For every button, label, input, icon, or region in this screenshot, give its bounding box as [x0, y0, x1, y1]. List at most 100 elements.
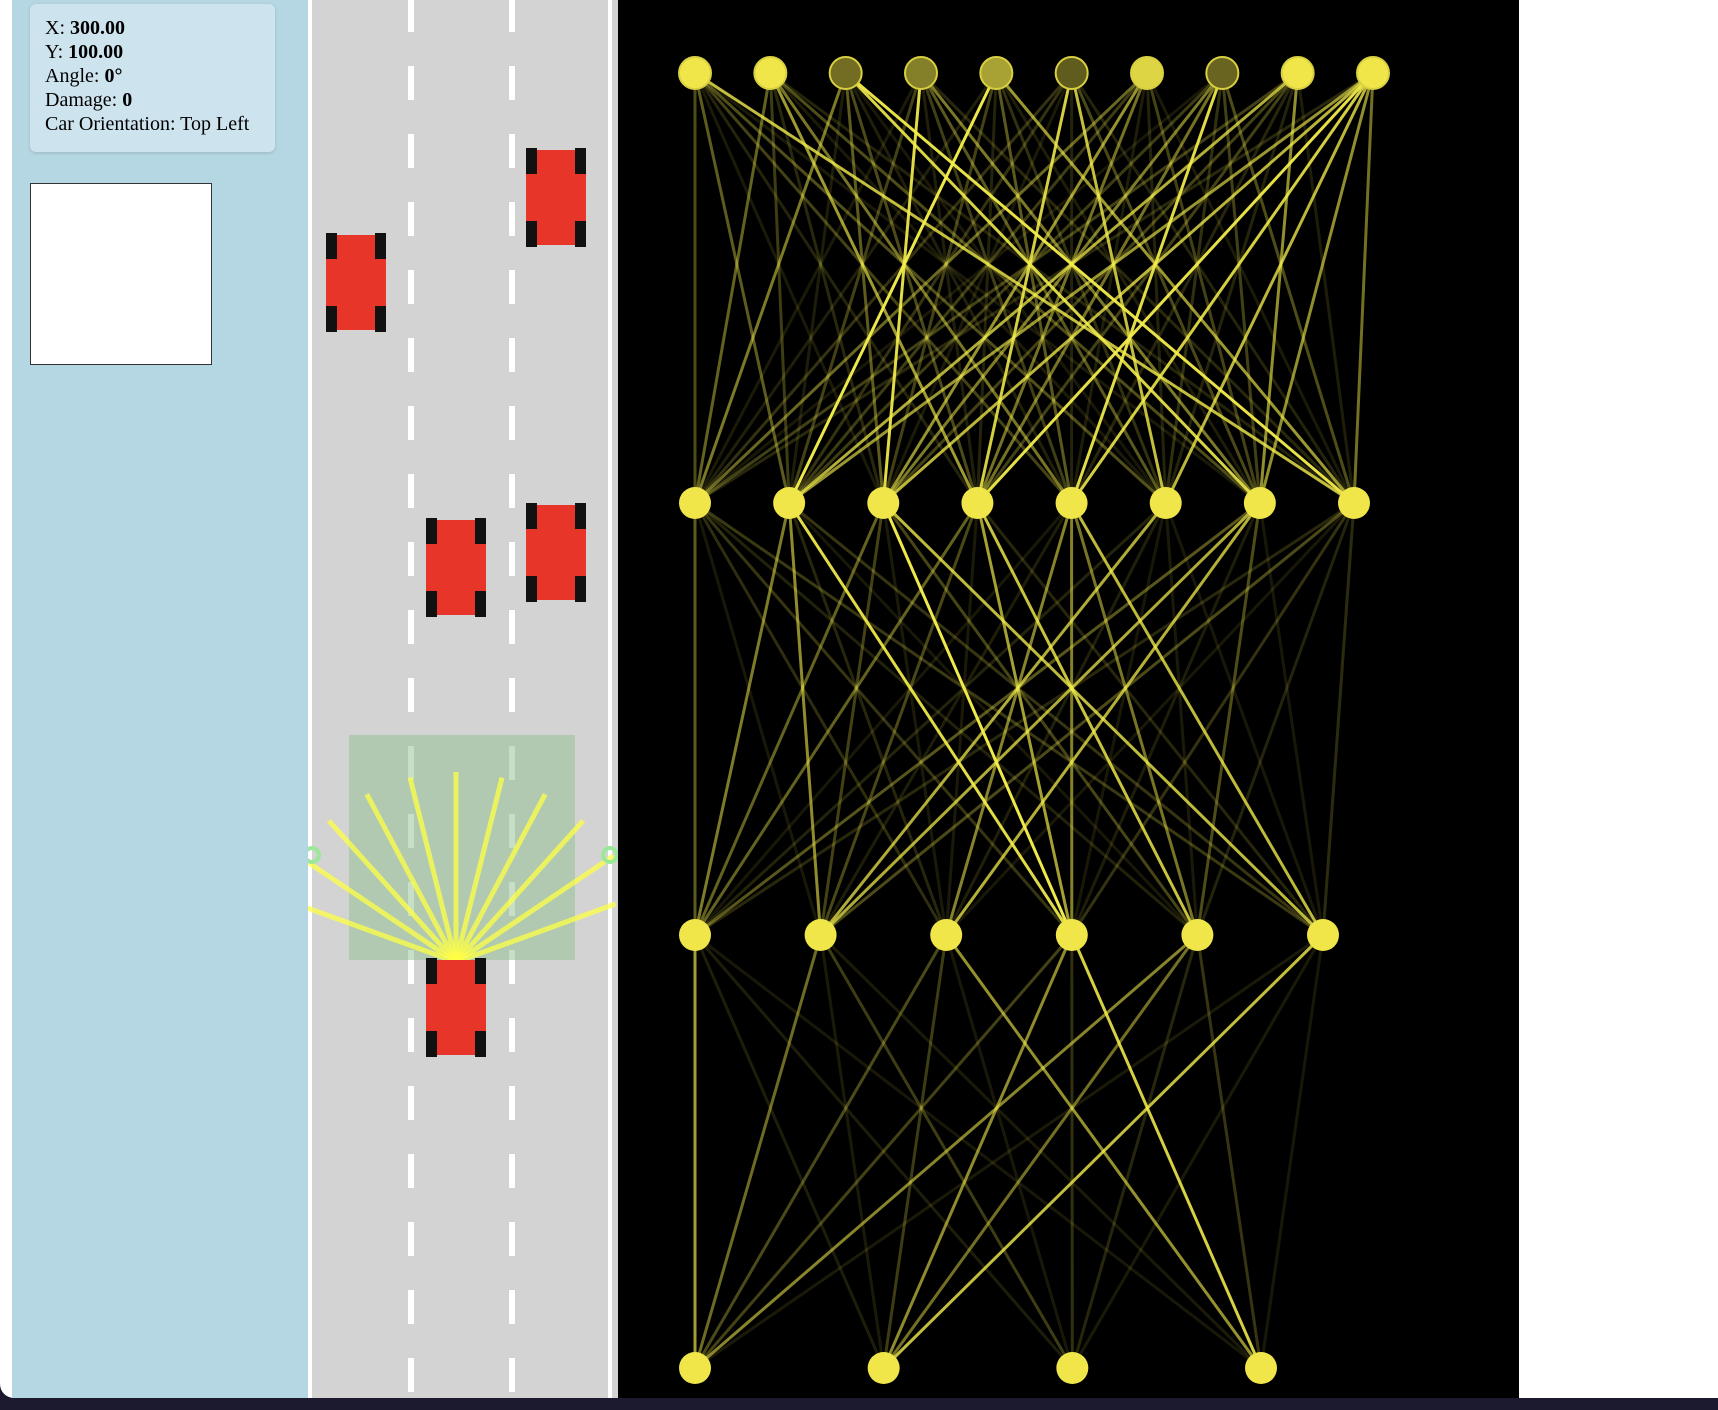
sensor-ray	[407, 776, 459, 963]
orientation-readout: Car Orientation: Top Left	[45, 113, 250, 135]
player-car[interactable]	[426, 958, 486, 1057]
input-neuron	[1130, 56, 1164, 90]
network-link	[975, 72, 1074, 504]
angle-value: 0°	[104, 65, 123, 87]
network-link	[976, 72, 1224, 504]
network-link	[944, 502, 1074, 936]
network-link	[694, 501, 1261, 937]
hidden-neuron	[1243, 487, 1276, 519]
network-link	[787, 502, 1074, 936]
network-link	[1070, 502, 1356, 936]
network-link	[976, 502, 1199, 936]
network-link	[844, 72, 1073, 504]
network-link	[787, 72, 923, 504]
x-value: 300.00	[70, 17, 125, 39]
sensor-rays	[295, 772, 617, 965]
input-neuron	[1054, 56, 1089, 90]
sensor-ray	[454, 819, 585, 964]
network-link	[693, 72, 1073, 504]
network-link	[694, 71, 1261, 505]
network-link	[844, 72, 979, 504]
road-right-edge	[608, 0, 612, 1398]
network-link	[1070, 502, 1168, 936]
network-link	[787, 72, 1149, 504]
network-link	[693, 72, 923, 504]
network-link	[693, 72, 885, 504]
network-link	[693, 502, 948, 936]
input-neuron	[753, 56, 788, 90]
network-link	[976, 71, 1375, 505]
hidden-neuron	[961, 487, 994, 519]
network-link	[1164, 502, 1199, 936]
network-link	[787, 72, 998, 504]
network-link	[944, 502, 979, 936]
network-link	[693, 502, 1073, 936]
network-link	[693, 72, 998, 504]
road-svg	[295, 0, 619, 1398]
hidden-neuron	[1055, 487, 1088, 519]
hidden-neuron	[679, 919, 711, 951]
network-link	[882, 934, 1074, 1369]
road-canvas	[295, 0, 619, 1398]
network-link	[693, 501, 1167, 937]
traffic-car	[526, 148, 586, 247]
input-neuron	[678, 56, 712, 90]
network-link	[819, 933, 1263, 1370]
sensor-ray	[455, 901, 617, 965]
network-link	[975, 502, 1074, 936]
network-link	[788, 71, 1374, 505]
network-link	[1070, 934, 1199, 1369]
network-link	[1071, 934, 1325, 1369]
network-link	[881, 72, 998, 504]
input-neuron	[828, 56, 863, 90]
damage-readout: Damage: 0	[45, 89, 133, 111]
hidden-neuron	[1055, 919, 1088, 951]
output-neuron	[867, 1352, 900, 1384]
sensor-ray	[327, 819, 458, 964]
road-left-edge	[308, 0, 312, 1398]
network-link	[819, 502, 979, 936]
network-link	[694, 501, 1199, 937]
network-link	[975, 72, 998, 504]
orientation-value: Top Left	[180, 113, 250, 135]
network-link	[1070, 72, 1356, 504]
hidden-neuron	[1149, 487, 1182, 519]
network-link	[694, 933, 1199, 1370]
network-link	[919, 72, 1262, 504]
input-neuron	[1280, 56, 1315, 90]
network-link	[693, 71, 1167, 505]
network-link	[844, 71, 1355, 505]
y-readout: Y: 100.00	[45, 41, 124, 63]
network-link	[693, 502, 885, 936]
network-link	[1164, 502, 1325, 936]
network-link	[1352, 72, 1375, 504]
network-link	[693, 502, 1073, 936]
network-link	[693, 934, 948, 1369]
network-link	[1321, 502, 1356, 936]
network-link	[787, 72, 1073, 504]
network-link	[694, 71, 1299, 505]
network-link	[693, 502, 979, 936]
network-link	[768, 72, 885, 504]
network-link	[881, 72, 923, 504]
network-link	[919, 71, 1356, 505]
network-link	[882, 934, 948, 1369]
input-neuron	[979, 56, 1014, 90]
network-link	[882, 71, 1299, 505]
network-link	[819, 934, 886, 1369]
network-link	[882, 71, 1374, 505]
hidden-neuron	[1307, 919, 1339, 951]
network-link	[787, 72, 848, 504]
network-link	[788, 71, 1299, 505]
network-link	[788, 71, 1224, 505]
hidden-neuron	[773, 487, 806, 519]
network-link	[919, 72, 979, 504]
network-link	[882, 72, 1224, 504]
network-link	[881, 72, 1074, 504]
traffic-car	[526, 503, 586, 602]
network-link	[693, 934, 886, 1369]
network-link	[819, 502, 1073, 936]
network-link	[1070, 72, 1168, 504]
x-readout: X: 300.00	[45, 17, 125, 39]
network-link	[693, 502, 791, 936]
